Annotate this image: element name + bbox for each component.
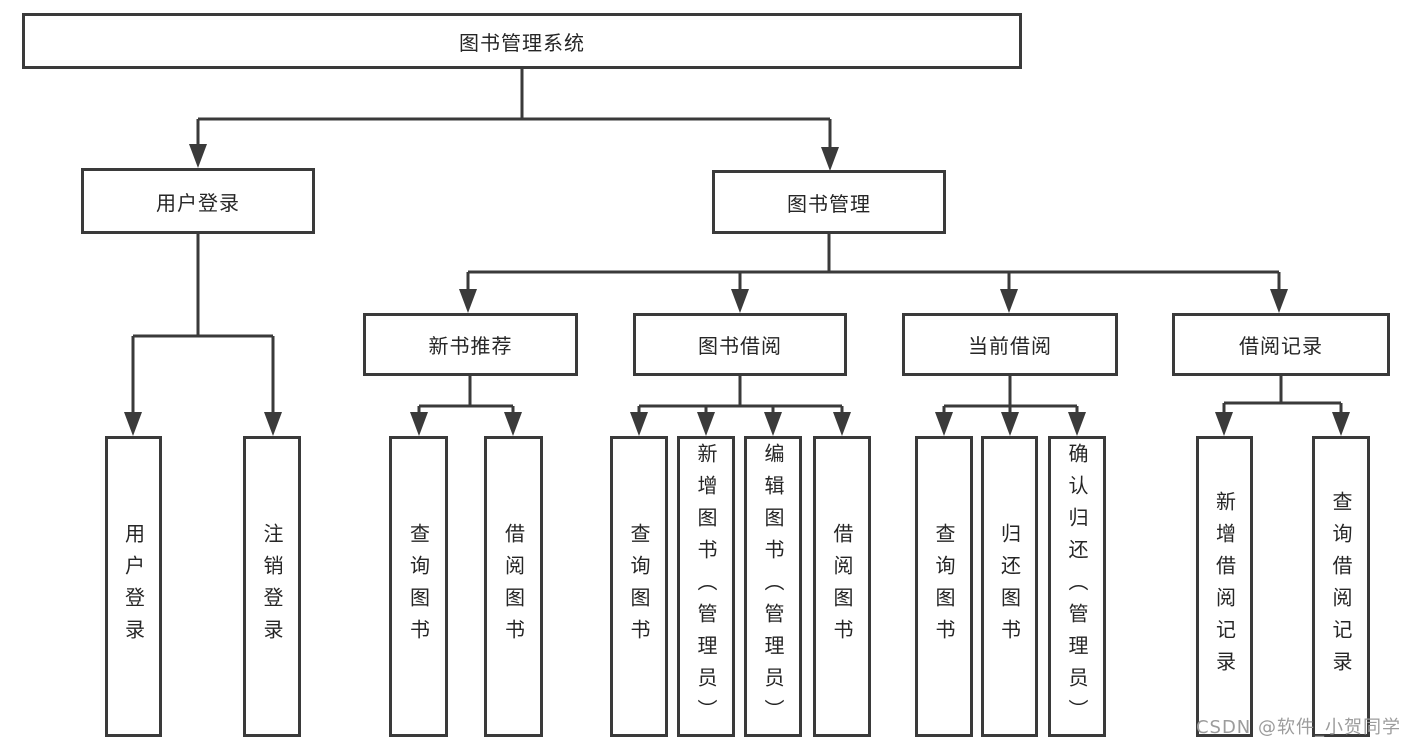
node-borrow-records-label: 借阅记录 xyxy=(1239,334,1323,358)
node-library-system-label: 图书管理系统 xyxy=(459,30,585,55)
arrowheads xyxy=(124,144,1350,436)
node-book-borrow: 图书借阅 xyxy=(633,313,847,376)
watermark-text: CSDN @软件_小贺同学 xyxy=(1195,717,1401,738)
leaf-query-books-current: 查询图书 xyxy=(915,436,973,737)
node-current-borrow: 当前借阅 xyxy=(902,313,1118,376)
node-new-book-recommend-label: 新书推荐 xyxy=(428,334,513,358)
leaf-add-borrow-record: 新增借阅记录 xyxy=(1196,436,1253,737)
leaf-borrow-books-recommend: 借阅图书 xyxy=(484,436,543,737)
node-library-system: 图书管理系统 xyxy=(22,13,1022,69)
leaf-borrow-books: 借阅图书 xyxy=(813,436,871,737)
node-current-borrow-label: 当前借阅 xyxy=(968,334,1052,358)
node-user-login: 用户登录 xyxy=(81,168,315,234)
node-borrow-records: 借阅记录 xyxy=(1172,313,1390,376)
leaf-query-borrow-record: 查询借阅记录 xyxy=(1312,436,1370,737)
leaf-logout: 注销登录 xyxy=(243,436,301,737)
leaf-query-books-recommend: 查询图书 xyxy=(389,436,448,737)
leaf-user-login: 用户登录 xyxy=(105,436,162,737)
node-new-book-recommend: 新书推荐 xyxy=(363,313,578,376)
node-book-borrow-label: 图书借阅 xyxy=(698,334,782,358)
leaf-add-book-admin: 新增图书（管理员） xyxy=(677,436,735,737)
leaf-confirm-return-admin: 确认归还（管理员） xyxy=(1048,436,1106,737)
node-book-management-label: 图书管理 xyxy=(787,191,871,216)
leaf-edit-book-admin: 编辑图书（管理员） xyxy=(744,436,802,737)
leaf-query-books-borrow: 查询图书 xyxy=(610,436,668,737)
node-book-management: 图书管理 xyxy=(712,170,946,234)
node-user-login-label: 用户登录 xyxy=(156,190,240,215)
leaf-return-books: 归还图书 xyxy=(981,436,1038,737)
